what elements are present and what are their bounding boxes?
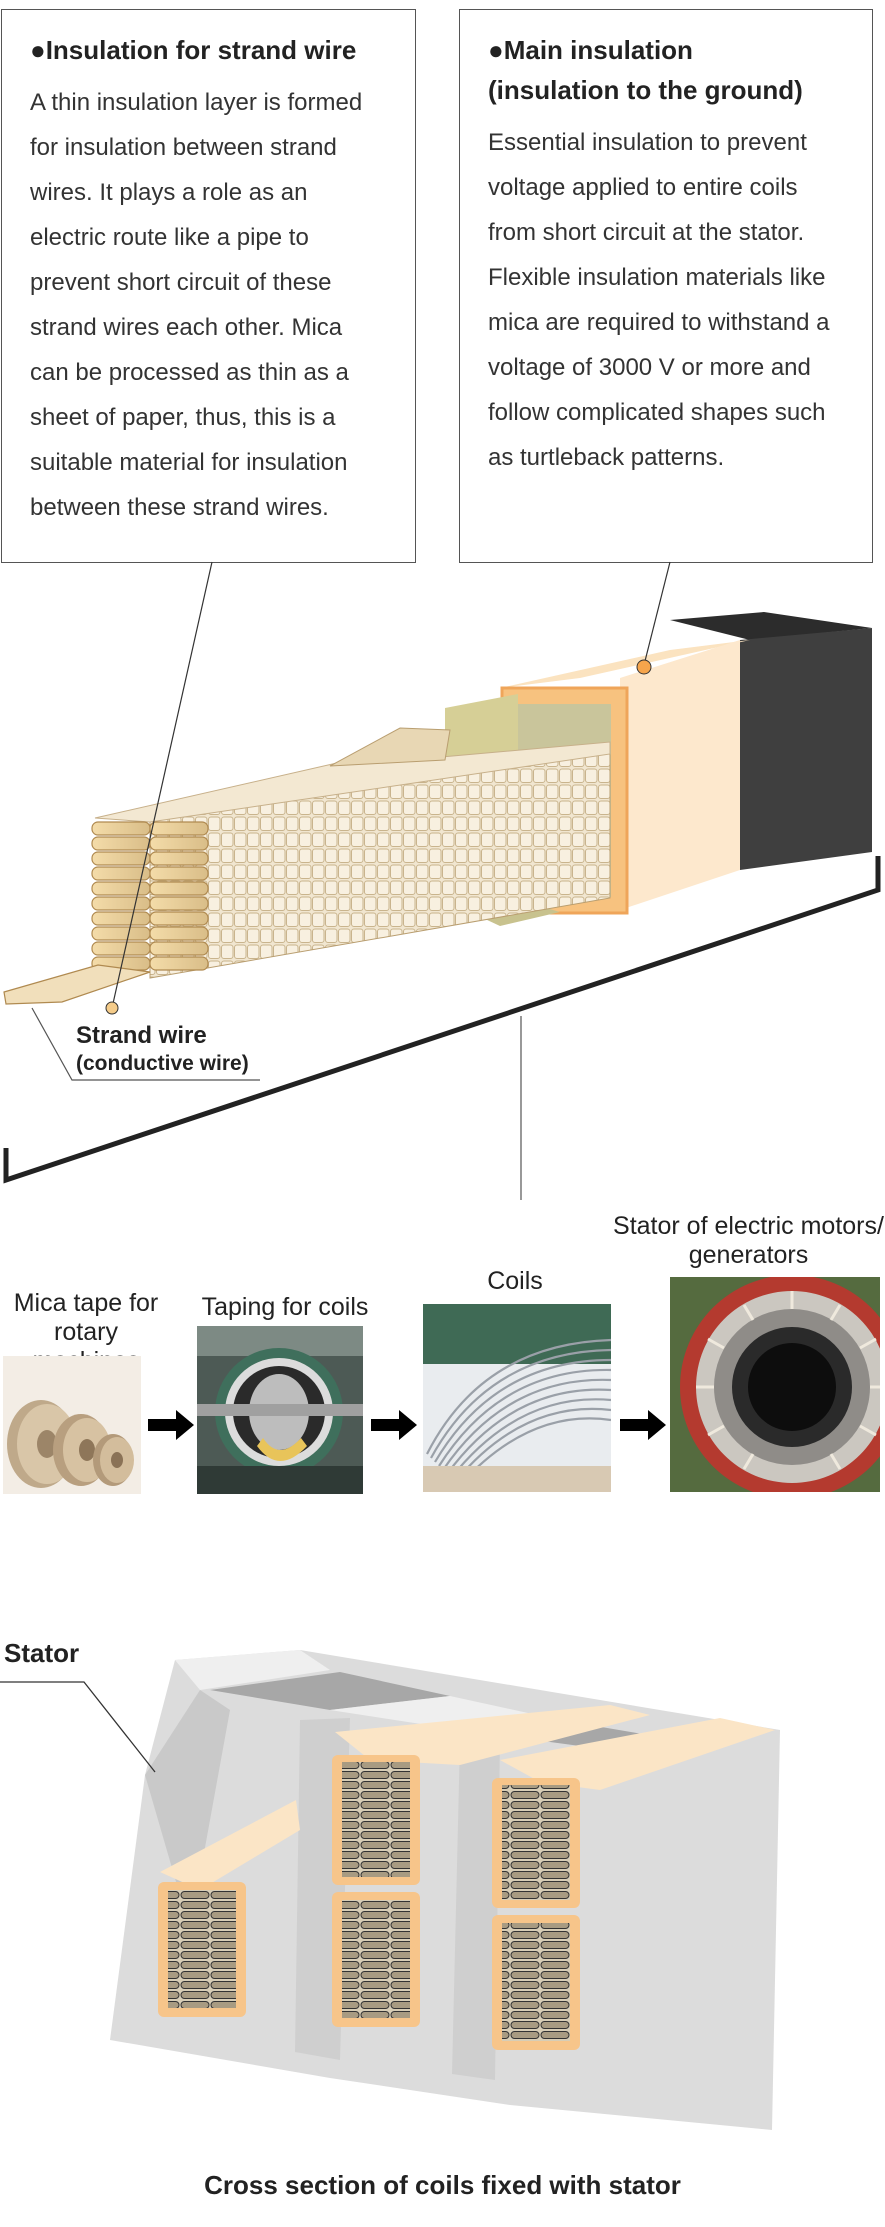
dark-end-cap-top bbox=[670, 612, 872, 640]
strand-wire-label: Strand wire (conductive wire) bbox=[76, 1022, 249, 1076]
step-label-stator: Stator of electric motors/ generators bbox=[612, 1212, 885, 1270]
coil-section-far-left bbox=[158, 1882, 246, 2017]
step-label-coils: Coils bbox=[420, 1267, 610, 1296]
coils-stack-icon bbox=[423, 1304, 611, 1492]
arrow-right-icon bbox=[371, 1410, 417, 1440]
step-label-taping-line1: Taping for coils bbox=[201, 1293, 369, 1321]
stator-cross-section bbox=[0, 1650, 780, 2130]
coil-section-lower-left bbox=[332, 1892, 420, 2027]
arrow-right-icon bbox=[620, 1410, 666, 1440]
main-insulation-box: ●Main insulation (insulation to the grou… bbox=[459, 9, 873, 563]
coil-section-upper-right bbox=[492, 1778, 580, 1908]
step-label-taping: Taping for coils bbox=[186, 1293, 384, 1322]
step-label-stator-line1: Stator of electric motors/ bbox=[613, 1212, 884, 1240]
arrow-right-icon bbox=[148, 1410, 194, 1440]
strand-wire-label-line1: Strand wire bbox=[76, 1022, 207, 1049]
coil-section-lower-right bbox=[492, 1915, 580, 2050]
strand-insulation-text: A thin insulation layer is formed for in… bbox=[30, 89, 363, 521]
step-label-mica-tape-line1: Mica tape for bbox=[13, 1289, 159, 1317]
step-label-stator-line2: generators bbox=[688, 1241, 809, 1269]
mica-tape-rolls-icon bbox=[3, 1356, 141, 1494]
strand-ends bbox=[91, 821, 209, 971]
step-label-coils-line1: Coils bbox=[487, 1267, 543, 1295]
coil-section-upper-left bbox=[332, 1755, 420, 1885]
stator-label: Stator bbox=[4, 1638, 80, 1668]
main-insulation-heading: ●Main insulation (insulation to the grou… bbox=[488, 30, 844, 110]
main-insulation-top bbox=[500, 640, 750, 688]
coil-illustration bbox=[3, 561, 881, 1200]
protruding-strand bbox=[3, 964, 151, 1005]
main-insulation-heading-line1: ●Main insulation bbox=[488, 35, 693, 65]
strand-insulation-heading: ●Insulation for strand wire bbox=[30, 35, 357, 65]
bottom-caption: Cross section of coils fixed with stator bbox=[204, 2170, 681, 2200]
bracket-line bbox=[3, 856, 881, 1184]
strand-wire-label-line2: (conductive wire) bbox=[76, 1052, 249, 1075]
strand-insulation-box: ●Insulation for strand wire A thin insul… bbox=[1, 9, 416, 563]
taping-machine-icon bbox=[197, 1326, 363, 1494]
main-insulation-heading-line2: (insulation to the ground) bbox=[488, 75, 803, 105]
dark-end-cap-side bbox=[740, 628, 872, 870]
main-insulation-side bbox=[620, 640, 740, 910]
stator-photo-icon bbox=[670, 1277, 880, 1492]
main-insulation-text: Essential insulation to prevent voltage … bbox=[488, 129, 830, 471]
